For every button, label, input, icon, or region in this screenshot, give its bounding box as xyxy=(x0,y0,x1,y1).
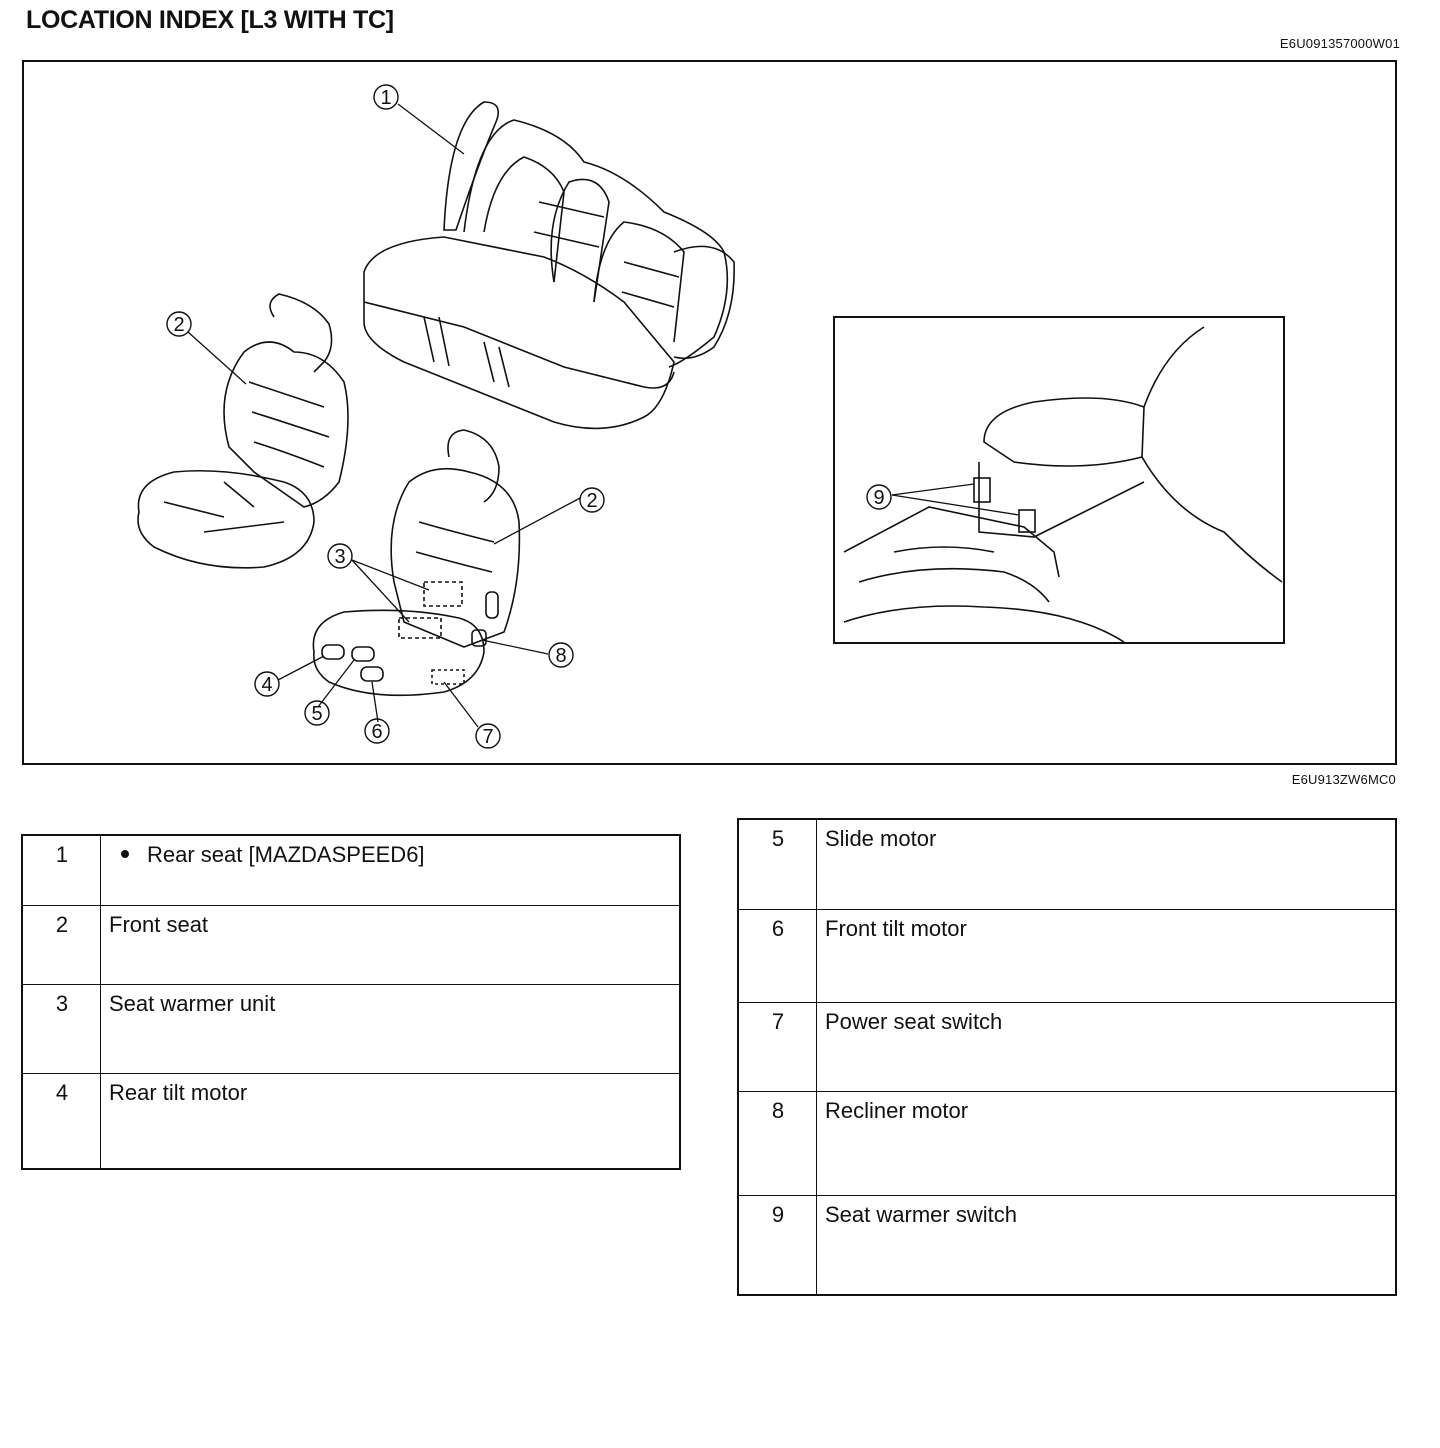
document-id: E6U091357000W01 xyxy=(1279,36,1400,51)
leader-lines xyxy=(187,103,1020,728)
callout-2-right: 2 xyxy=(586,490,597,512)
callout-8: 8 xyxy=(555,645,566,667)
table-row: 7 Power seat switch xyxy=(737,1001,1397,1092)
table-row: 4 Rear tilt motor xyxy=(21,1072,681,1170)
item-label: Seat warmer switch xyxy=(816,1194,1397,1296)
console-inset xyxy=(833,316,1285,644)
callout-7: 7 xyxy=(482,726,493,748)
front-seat-drawing xyxy=(137,293,349,569)
item-label: Recliner motor xyxy=(816,1090,1397,1196)
item-number: 2 xyxy=(21,904,101,985)
bullet-icon xyxy=(121,850,129,859)
item-label-text: Rear seat [MAZDASPEED6] xyxy=(147,842,425,867)
table-row: 5 Slide motor xyxy=(737,818,1397,910)
table-row: 9 Seat warmer switch xyxy=(737,1194,1397,1296)
callout-3: 3 xyxy=(334,546,345,568)
item-number: 9 xyxy=(737,1194,817,1296)
callout-5: 5 xyxy=(311,703,322,725)
location-table-left: 1 Rear seat [MAZDASPEED6] 2 Front seat 3… xyxy=(21,834,681,1170)
item-number: 4 xyxy=(21,1072,101,1170)
page-title: LOCATION INDEX [L3 WITH TC] xyxy=(26,6,394,34)
rear-seat-drawing xyxy=(363,101,735,430)
item-label: Power seat switch xyxy=(816,1001,1397,1092)
item-number: 6 xyxy=(737,908,817,1003)
callouts xyxy=(166,84,892,749)
item-label: Front tilt motor xyxy=(816,908,1397,1003)
table-row: 3 Seat warmer unit xyxy=(21,983,681,1074)
callout-9: 9 xyxy=(873,487,884,509)
table-row: 1 Rear seat [MAZDASPEED6] xyxy=(21,834,681,906)
item-label: Rear seat [MAZDASPEED6] xyxy=(100,834,681,906)
table-row: 6 Front tilt motor xyxy=(737,908,1397,1003)
callout-2-left: 2 xyxy=(173,314,184,336)
location-table-right: 5 Slide motor 6 Front tilt motor 7 Power… xyxy=(737,818,1397,1296)
callout-4: 4 xyxy=(261,674,272,696)
item-label: Seat warmer unit xyxy=(100,983,681,1074)
figure-id: E6U913ZW6MC0 xyxy=(1291,772,1396,787)
item-label: Front seat xyxy=(100,904,681,985)
location-figure: 1 2 2 3 4 5 6 7 8 9 xyxy=(22,60,1397,765)
item-label: Rear tilt motor xyxy=(100,1072,681,1170)
callout-1: 1 xyxy=(380,87,391,109)
item-label: Slide motor xyxy=(816,818,1397,910)
callout-6: 6 xyxy=(371,721,382,743)
item-number: 8 xyxy=(737,1090,817,1196)
item-number: 7 xyxy=(737,1001,817,1092)
table-row: 2 Front seat xyxy=(21,904,681,985)
front-seat-power-drawing xyxy=(312,429,521,697)
item-number: 1 xyxy=(21,834,101,906)
item-number: 5 xyxy=(737,818,817,910)
item-number: 3 xyxy=(21,983,101,1074)
seat-illustration: 1 2 2 3 4 5 6 7 8 9 xyxy=(137,84,1285,749)
table-row: 8 Recliner motor xyxy=(737,1090,1397,1196)
